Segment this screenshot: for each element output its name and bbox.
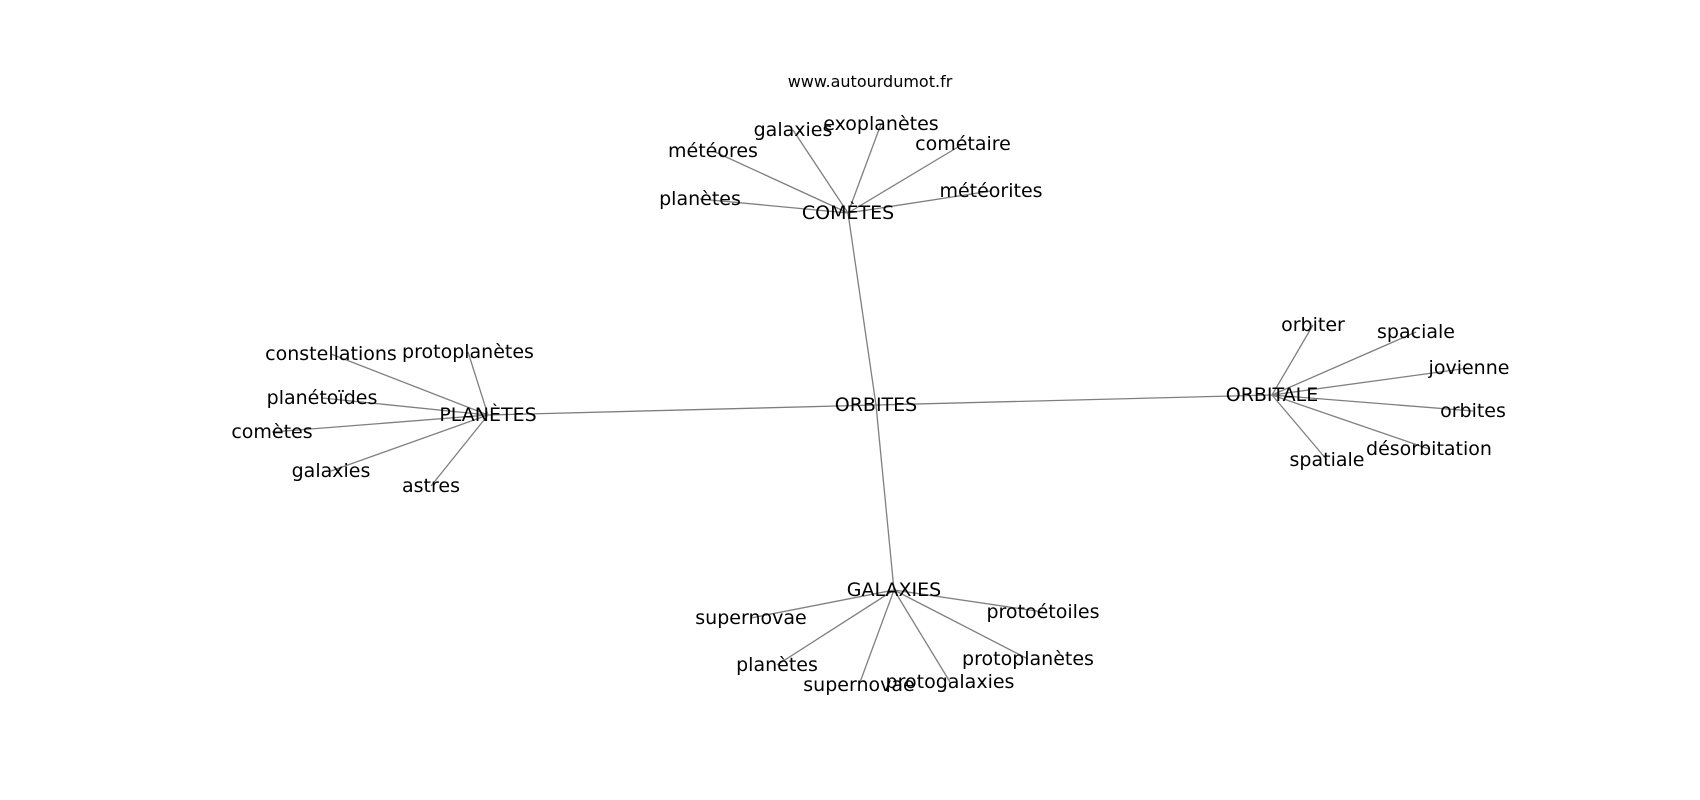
leaf-node-galaxies: galaxies — [754, 119, 833, 141]
root-node-orbites: ORBITES — [835, 394, 917, 416]
edge-galaxies-planetes — [776, 589, 895, 666]
edge-orbitale-spaciale — [1271, 331, 1417, 396]
leaf-node-protoetoiles: protoétoiles — [986, 601, 1099, 623]
leaf-node-supernovae: supernovae — [803, 674, 914, 696]
leaf-node-supernovae: supernovae — [695, 607, 806, 629]
labels-layer: galaxiesexoplanètescométairemétéoresplan… — [231, 113, 1509, 696]
leaf-node-desorbitation: désorbitation — [1366, 438, 1492, 460]
leaf-node-exoplanetes: exoplanètes — [823, 113, 938, 135]
edge-planetes-protoplanetes — [467, 351, 489, 416]
edge-orbitale-desorbitation — [1271, 394, 1430, 450]
edge-cometes-meteores — [712, 150, 849, 214]
leaf-node-planetes: planètes — [736, 654, 818, 676]
leaf-node-jovienne: jovienne — [1428, 357, 1510, 379]
edge-orbitale-orbites — [1271, 394, 1474, 412]
edge-root-planetes — [487, 404, 877, 416]
leaf-node-meteorites: météorites — [939, 180, 1042, 202]
edge-galaxies-supernovae — [750, 589, 895, 619]
edge-cometes-exoplanetes — [847, 123, 882, 214]
edge-cometes-planetes — [699, 198, 849, 214]
leaf-node-planetoides: planétoïdes — [267, 387, 378, 409]
edge-cometes-meteorites — [847, 190, 992, 214]
leaf-node-constellations: constellations — [265, 343, 397, 365]
leaf-node-spatiale: spatiale — [1290, 449, 1365, 471]
leaf-node-planetes: planètes — [659, 188, 741, 210]
leaf-node-meteores: météores — [668, 140, 758, 162]
hub-node-orbitale: ORBITALE — [1226, 384, 1319, 406]
edge-root-cometes — [847, 212, 877, 406]
leaf-node-astres: astres — [402, 475, 460, 497]
hub-node-cometes: COMÈTES — [802, 201, 894, 224]
edge-cometes-cometaire — [847, 143, 964, 214]
hub-node-galaxies: GALAXIES — [847, 579, 941, 601]
leaf-node-cometes: comètes — [231, 421, 312, 443]
leaf-node-cometaire: cométaire — [915, 133, 1011, 155]
edge-orbitale-jovienne — [1271, 367, 1470, 396]
leaf-node-protoplanetes: protoplanètes — [402, 341, 534, 363]
edge-planetes-constellations — [330, 353, 489, 416]
edge-planetes-galaxies — [330, 414, 489, 472]
hub-node-planetes: PLANÈTES — [439, 403, 536, 426]
edge-planetes-planetoides — [321, 397, 489, 416]
edge-root-galaxies — [875, 404, 895, 591]
edge-orbitale-spatiale — [1271, 394, 1328, 461]
edge-galaxies-protoplanetes — [893, 589, 1029, 660]
edge-orbitale-orbiter — [1271, 324, 1314, 396]
leaf-node-spaciale: spaciale — [1377, 321, 1455, 343]
edge-galaxies-protoetoiles — [893, 589, 1044, 613]
edge-galaxies-protogalaxies — [893, 589, 951, 683]
edge-planetes-astres — [430, 414, 489, 487]
edge-planetes-cometes — [271, 414, 489, 433]
edge-galaxies-supernovae — [858, 589, 895, 686]
edge-cometes-galaxies — [792, 129, 849, 214]
leaf-node-orbiter: orbiter — [1281, 314, 1345, 336]
leaf-node-galaxies: galaxies — [292, 460, 371, 482]
leaf-node-protoplanetes: protoplanètes — [962, 648, 1094, 670]
leaf-node-protogalaxies: protogalaxies — [886, 671, 1015, 693]
leaf-node-orbites: orbites — [1440, 400, 1506, 422]
edges-layer — [271, 123, 1474, 686]
edge-root-orbitale — [875, 394, 1273, 406]
source-caption: www.autourdumot.fr — [787, 72, 953, 91]
